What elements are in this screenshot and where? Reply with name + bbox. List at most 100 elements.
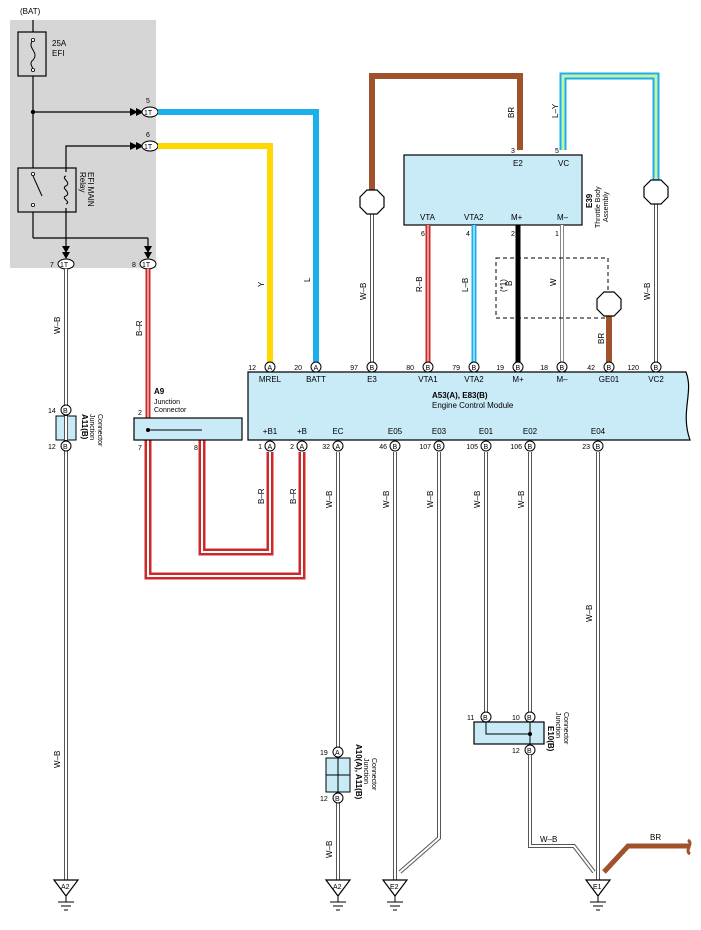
svg-text:B: B: [607, 365, 612, 372]
tb-name-1: Throttle Body: [595, 186, 602, 228]
fuse-box: [17, 31, 47, 77]
svg-text:8: 8: [132, 262, 136, 269]
svg-text:E1: E1: [593, 884, 602, 891]
svg-text:E03: E03: [432, 427, 447, 436]
svg-text:VTA2: VTA2: [464, 375, 484, 384]
svg-text:B: B: [527, 715, 532, 722]
e10-name-1: Junction: [554, 712, 561, 738]
svg-text:42: 42: [587, 365, 595, 372]
junction-e10b: B B B: [473, 711, 545, 756]
wire-label-lb: L–B: [461, 278, 470, 292]
wire-l-blue: [158, 109, 319, 362]
svg-text:19: 19: [320, 750, 328, 757]
svg-text:46: 46: [379, 444, 387, 451]
pin-vc-5: 5: [555, 148, 559, 155]
svg-text:105: 105: [466, 444, 478, 451]
wire-label-br-left: B–R: [135, 320, 144, 336]
svg-text:B: B: [426, 365, 431, 372]
relay-coil-icon: [63, 175, 69, 205]
wire-br-top: [369, 73, 523, 192]
svg-text:6: 6: [146, 132, 150, 139]
wire-label-wb-left1: W–B: [53, 317, 62, 334]
svg-text:1T: 1T: [144, 144, 153, 151]
wire-label-ly: L–Y: [551, 103, 560, 118]
ecm-pin--b1: A1+B1: [258, 427, 278, 452]
a9-name-1: Junction: [154, 399, 180, 406]
fuse-amp: 25A: [52, 39, 67, 48]
fuse-name: EFI: [52, 49, 64, 58]
svg-text:B: B: [527, 748, 532, 755]
svg-text:1: 1: [258, 444, 262, 451]
wire-label-rb: R–B: [415, 276, 424, 292]
ground-e1: E1: [584, 879, 612, 911]
svg-text:GE01: GE01: [599, 375, 620, 384]
svg-text:B: B: [437, 444, 442, 451]
tb-pin-e2: E2: [513, 159, 523, 168]
svg-text:B: B: [596, 444, 601, 451]
ecm-pin--b: A2+B: [290, 427, 308, 452]
svg-text:5: 5: [146, 98, 150, 105]
wire-label-br-2: B–R: [289, 488, 298, 504]
ecm-top-pin-group: A12MRELA20BATTB97E3B80VTA1B79VTA2B19M+B1…: [248, 361, 664, 384]
wire-label-br-e1: BR: [650, 833, 661, 842]
a9-code: A9: [154, 387, 165, 396]
svg-text:106: 106: [510, 444, 522, 451]
svg-text:B: B: [63, 408, 68, 415]
svg-text:18: 18: [540, 365, 548, 372]
junction-a9: [133, 417, 243, 441]
a9-name-2: Connector: [154, 407, 187, 414]
tb-pin-vta: VTA: [420, 213, 436, 222]
svg-text:A2: A2: [61, 884, 70, 891]
fuse-icon: [30, 39, 36, 71]
svg-text:1T: 1T: [144, 110, 153, 117]
svg-text:EC: EC: [332, 427, 343, 436]
pin-e2-3: 3: [511, 148, 515, 155]
a11-code: A11(B): [80, 414, 89, 440]
svg-text:14: 14: [48, 408, 56, 415]
svg-text:23: 23: [582, 444, 590, 451]
svg-text:12: 12: [48, 444, 56, 451]
relay-name: EFI MAIN: [86, 172, 95, 207]
ground-a2-left: A2: [52, 879, 80, 911]
tb-pin-mminus: M–: [557, 213, 569, 222]
svg-text:BATT: BATT: [306, 375, 326, 384]
connector-1t-7: 1T 7: [50, 258, 75, 270]
ground-a2-mid: A2: [324, 879, 352, 911]
svg-text:11: 11: [467, 715, 474, 722]
svg-text:7: 7: [50, 262, 54, 269]
a10-code: A10(A), A11(B): [354, 744, 363, 800]
tb-name-2: Assembly: [603, 191, 610, 222]
wire-label-w: W: [549, 278, 558, 286]
wire-label-wb-e03: W–B: [426, 491, 435, 508]
svg-text:B: B: [483, 715, 488, 722]
wire-label-wb-ec: W–B: [325, 491, 334, 508]
e10-name-2: Connector: [562, 712, 569, 745]
svg-text:B: B: [335, 796, 340, 803]
svg-text:B: B: [654, 365, 659, 372]
wire-label-l: L: [303, 277, 312, 282]
svg-text:MREL: MREL: [259, 375, 282, 384]
a11-name-1: Junction: [88, 414, 95, 440]
svg-text:2: 2: [290, 444, 294, 451]
svg-text:8: 8: [194, 445, 198, 452]
svg-text:M–: M–: [556, 375, 568, 384]
svg-text:2: 2: [511, 231, 515, 238]
wire-label-y: Y: [257, 281, 266, 287]
ecm-bottom-pin-group: A1+B1A2+BA32ECB46E05B107E03B105E01B106E0…: [258, 427, 606, 452]
svg-text:97: 97: [350, 365, 358, 372]
svg-text:1T: 1T: [142, 262, 151, 269]
tb-pin-mplus: M+: [511, 213, 523, 222]
svg-text:120: 120: [627, 365, 639, 372]
wire-label-wb-vc2: W–B: [643, 283, 652, 300]
svg-text:B: B: [393, 444, 398, 451]
svg-text:B: B: [560, 365, 565, 372]
svg-text:A: A: [268, 444, 273, 451]
wire-label-wb-e10: W–B: [540, 835, 557, 844]
